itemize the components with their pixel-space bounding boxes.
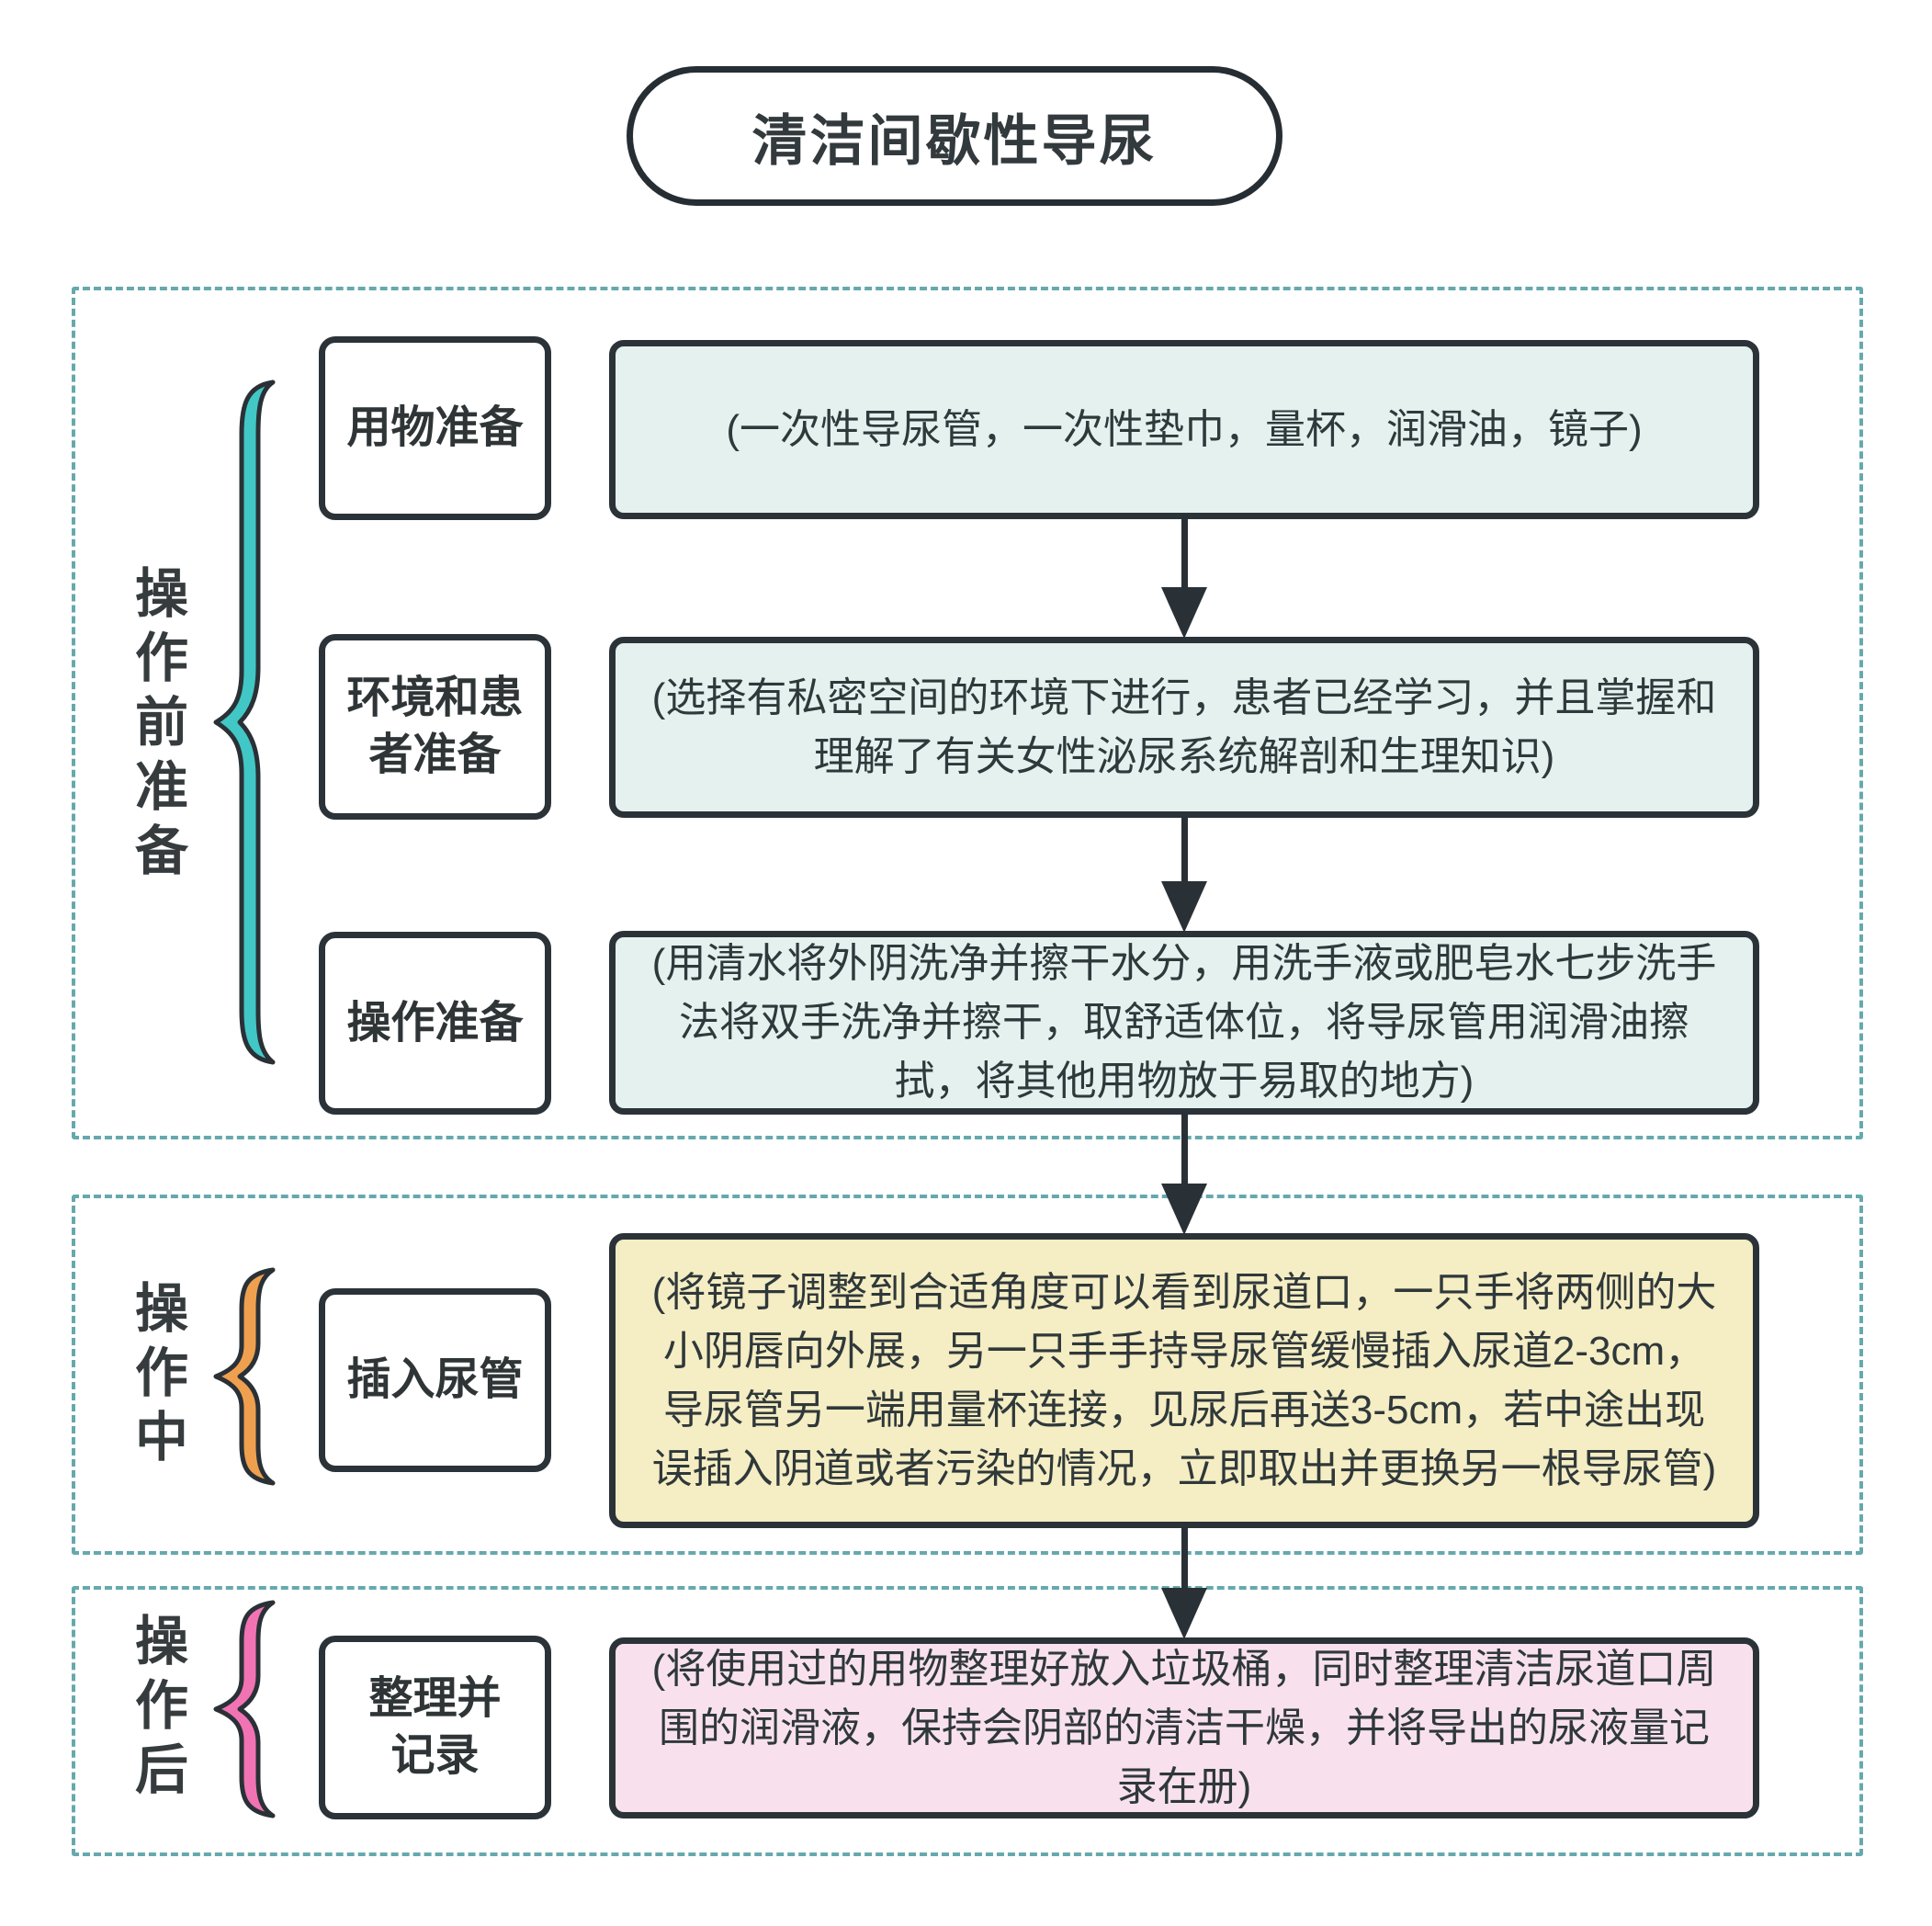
detail-box-tidy-and-record: (将使用过的用物整理好放入垃圾桶，同时整理清洁尿道口周围的润滑液，保持会阴部的清… bbox=[609, 1637, 1759, 1818]
detail-box-insert-catheter: (将镜子调整到合适角度可以看到尿道口，一只手将两侧的大小阴唇向外展，另一只手手持… bbox=[609, 1233, 1759, 1528]
curly-brace-icon-pre bbox=[213, 380, 276, 1065]
phase-label-during-operation: 操作中 bbox=[127, 1280, 186, 1473]
flow-arrow-4 bbox=[1160, 1526, 1208, 1639]
detail-box-operation-preparation: (用清水将外阴洗净并擦干水分，用洗手液或肥皂水七步洗手法将双手洗净并擦干，取舒适… bbox=[609, 931, 1759, 1115]
detail-text: (一次性导尿管，一次性垫巾，量杯，润滑油，镜子) bbox=[726, 406, 1643, 452]
step-box-operation-preparation: 操作准备 bbox=[319, 932, 551, 1115]
arrow-shaft bbox=[1181, 515, 1188, 587]
step-box-supplies-preparation: 用物准备 bbox=[319, 336, 551, 520]
step-box-tidy-and-record: 整理并 记录 bbox=[319, 1636, 551, 1819]
flow-arrow-3 bbox=[1160, 1112, 1208, 1235]
arrow-head-down-icon bbox=[1161, 1588, 1207, 1639]
step-box-label: 操作准备 bbox=[346, 998, 524, 1048]
step-box-insert-catheter: 插入尿管 bbox=[319, 1288, 551, 1472]
section-frame-pre-operation bbox=[72, 287, 1863, 1139]
arrow-head-down-icon bbox=[1161, 881, 1207, 933]
flow-arrow-1 bbox=[1160, 515, 1208, 639]
diagram-title-pill: 清洁间歇性导尿 bbox=[627, 66, 1282, 206]
arrow-head-down-icon bbox=[1161, 1184, 1207, 1235]
detail-text: (用清水将外阴洗净并擦干水分，用洗手液或肥皂水七步洗手法将双手洗净并擦干，取舒适… bbox=[651, 941, 1717, 1104]
page-title: 清洁间歇性导尿 bbox=[751, 109, 1158, 172]
detail-box-supplies: (一次性导尿管，一次性垫巾，量杯，润滑油，镜子) bbox=[609, 340, 1759, 519]
section-frame-during-operation bbox=[72, 1195, 1863, 1555]
step-box-label: 插入尿管 bbox=[346, 1355, 524, 1404]
step-box-label: 用物准备 bbox=[346, 403, 524, 452]
curly-brace-icon-during bbox=[213, 1267, 276, 1486]
section-frame-post-operation bbox=[72, 1586, 1863, 1856]
detail-text: (选择有私密空间的环境下进行，患者已经学习，并且掌握和理解了有关女性泌尿系统解剖… bbox=[651, 674, 1717, 779]
step-box-label: 整理并 记录 bbox=[368, 1674, 502, 1780]
curly-brace-icon-post bbox=[213, 1600, 276, 1818]
flow-arrow-2 bbox=[1160, 816, 1208, 933]
step-box-environment-patient-preparation: 环境和患 者准备 bbox=[319, 634, 551, 820]
arrow-shaft bbox=[1181, 816, 1188, 881]
phase-label-post-operation: 操作后 bbox=[127, 1613, 186, 1806]
arrow-head-down-icon bbox=[1161, 587, 1207, 639]
arrow-shaft bbox=[1181, 1526, 1188, 1588]
phase-label-pre-operation: 操作前准备 bbox=[127, 565, 186, 887]
arrow-shaft bbox=[1181, 1112, 1188, 1184]
step-box-label: 环境和患 者准备 bbox=[346, 674, 524, 779]
detail-text: (将使用过的用物整理好放入垃圾桶，同时整理清洁尿道口周围的润滑液，保持会阴部的清… bbox=[651, 1646, 1717, 1809]
detail-box-environment-patient: (选择有私密空间的环境下进行，患者已经学习，并且掌握和理解了有关女性泌尿系统解剖… bbox=[609, 637, 1759, 818]
detail-text: (将镜子调整到合适角度可以看到尿道口，一只手将两侧的大小阴唇向外展，另一只手手持… bbox=[651, 1269, 1717, 1491]
